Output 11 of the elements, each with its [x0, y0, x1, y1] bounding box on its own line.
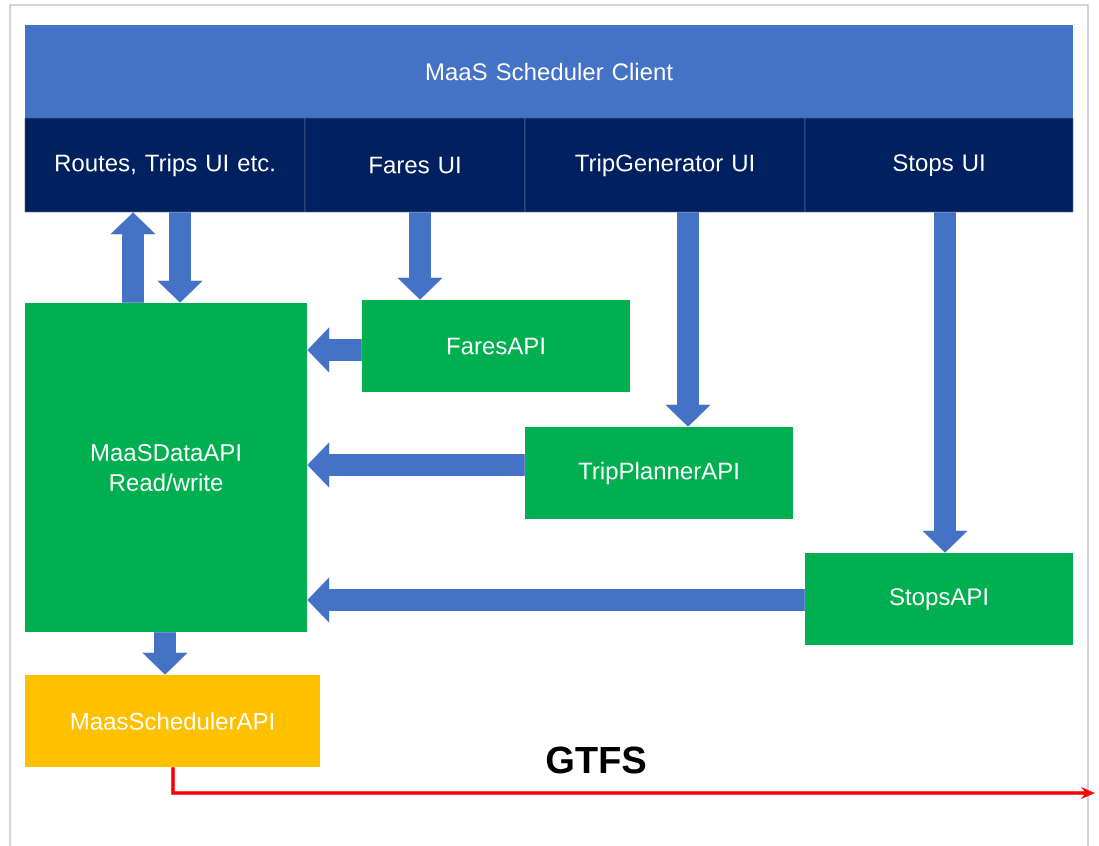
api-box: StopsAPI	[805, 553, 1073, 645]
api-box: TripPlannerAPI	[525, 427, 793, 519]
ui-tab-cell: TripGenerator UI	[524, 117, 806, 213]
ui-tab-cell: Routes, Trips UI etc.	[24, 117, 306, 213]
client-header-band: MaaS Scheduler Client	[25, 25, 1073, 118]
api-box: MaasSchedulerAPI	[25, 675, 320, 767]
api-box: FaresAPI	[362, 300, 630, 392]
api-box: MaaSDataAPI Read/write	[25, 303, 307, 632]
edge-label: GTFS	[546, 746, 646, 774]
ui-tab-cell: Fares UI	[304, 117, 526, 213]
ui-tab-cell: Stops UI	[804, 117, 1074, 213]
